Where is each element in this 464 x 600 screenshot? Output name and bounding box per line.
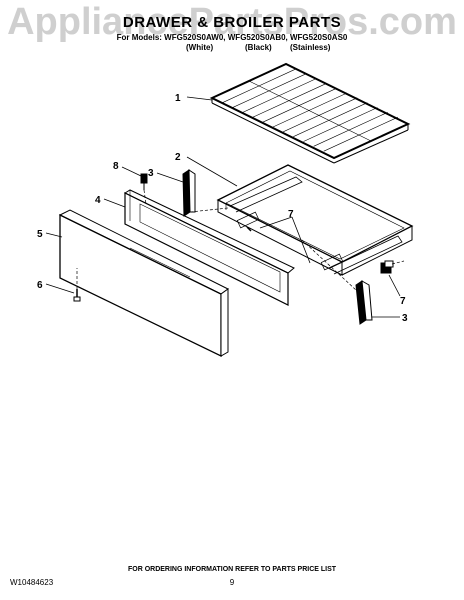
watermark: AppliancePartsPros.com xyxy=(7,1,457,43)
color-white: (White) xyxy=(186,43,214,52)
callout-4: 4 xyxy=(95,195,101,206)
drawer-front-panel xyxy=(58,209,229,358)
color-black: (Black) xyxy=(245,43,272,52)
drawer-slide-lower xyxy=(355,280,373,325)
callout-3b: 3 xyxy=(402,313,408,324)
color-stainless: (Stainless) xyxy=(290,43,331,52)
drawer-clip xyxy=(140,173,148,190)
callout-1: 1 xyxy=(175,93,181,104)
screw-lower xyxy=(73,289,81,302)
oven-rack xyxy=(209,62,411,164)
callout-2: 2 xyxy=(175,152,181,163)
callout-3: 3 xyxy=(148,168,154,179)
callout-8: 8 xyxy=(113,161,119,172)
model-list: For Models: WFG520S0AW0, WFG520S0AB0, WF… xyxy=(116,33,348,42)
ordering-note: FOR ORDERING INFORMATION REFER TO PARTS … xyxy=(127,566,337,573)
callout-6: 7 xyxy=(400,296,406,307)
callout-7: 6 xyxy=(37,280,43,291)
drawer-inner-panel xyxy=(123,189,295,306)
document-number: W10484623 xyxy=(10,578,54,587)
drawer-box xyxy=(216,164,414,276)
page-number: 9 xyxy=(229,578,235,587)
screw-upper xyxy=(246,226,252,232)
callout-7b: 7 xyxy=(288,209,294,220)
callout-5: 5 xyxy=(37,229,43,240)
drawer-slide-upper xyxy=(182,169,196,217)
drawer-bumper xyxy=(380,260,394,274)
page-title: DRAWER & BROILER PARTS xyxy=(122,14,342,31)
